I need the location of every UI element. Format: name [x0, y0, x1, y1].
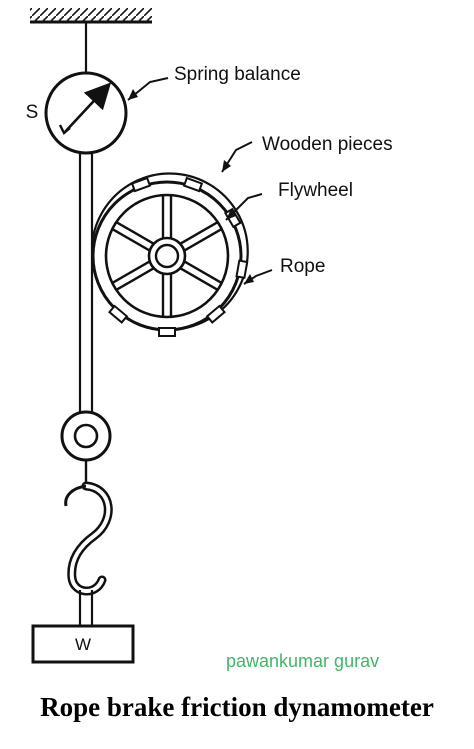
spring-balance	[44, 71, 128, 155]
flywheel-spokes	[111, 195, 223, 317]
weight-block	[31, 624, 135, 664]
watermark: pawankumar gurav	[226, 651, 379, 671]
wooden-piece	[108, 304, 129, 324]
ceiling-support	[30, 8, 152, 24]
rope-label: Rope	[280, 256, 325, 277]
wooden-piece	[158, 327, 176, 337]
wooden-piece	[235, 259, 249, 279]
spoke	[161, 195, 173, 238]
ring-shackle	[60, 410, 112, 462]
spring-balance-label: Spring balance	[174, 64, 301, 85]
flywheel	[91, 180, 243, 332]
wooden-pieces-label: Wooden pieces	[262, 134, 393, 155]
wooden-piece	[182, 176, 204, 193]
spring-balance-symbol: S	[26, 102, 39, 123]
s-hook	[64, 460, 113, 596]
leader-arrows	[127, 77, 273, 285]
spoke	[161, 274, 173, 317]
spoke	[179, 220, 223, 252]
diagram-title: Rope brake friction dynamometer	[40, 692, 434, 722]
weight-label: W	[75, 635, 91, 654]
weight-cord	[78, 590, 94, 626]
wooden-piece	[130, 176, 152, 193]
spoke	[111, 260, 155, 292]
spoke	[179, 260, 223, 292]
spoke	[111, 220, 155, 252]
flywheel-label: Flywheel	[278, 180, 353, 201]
wooden-piece	[205, 304, 226, 324]
